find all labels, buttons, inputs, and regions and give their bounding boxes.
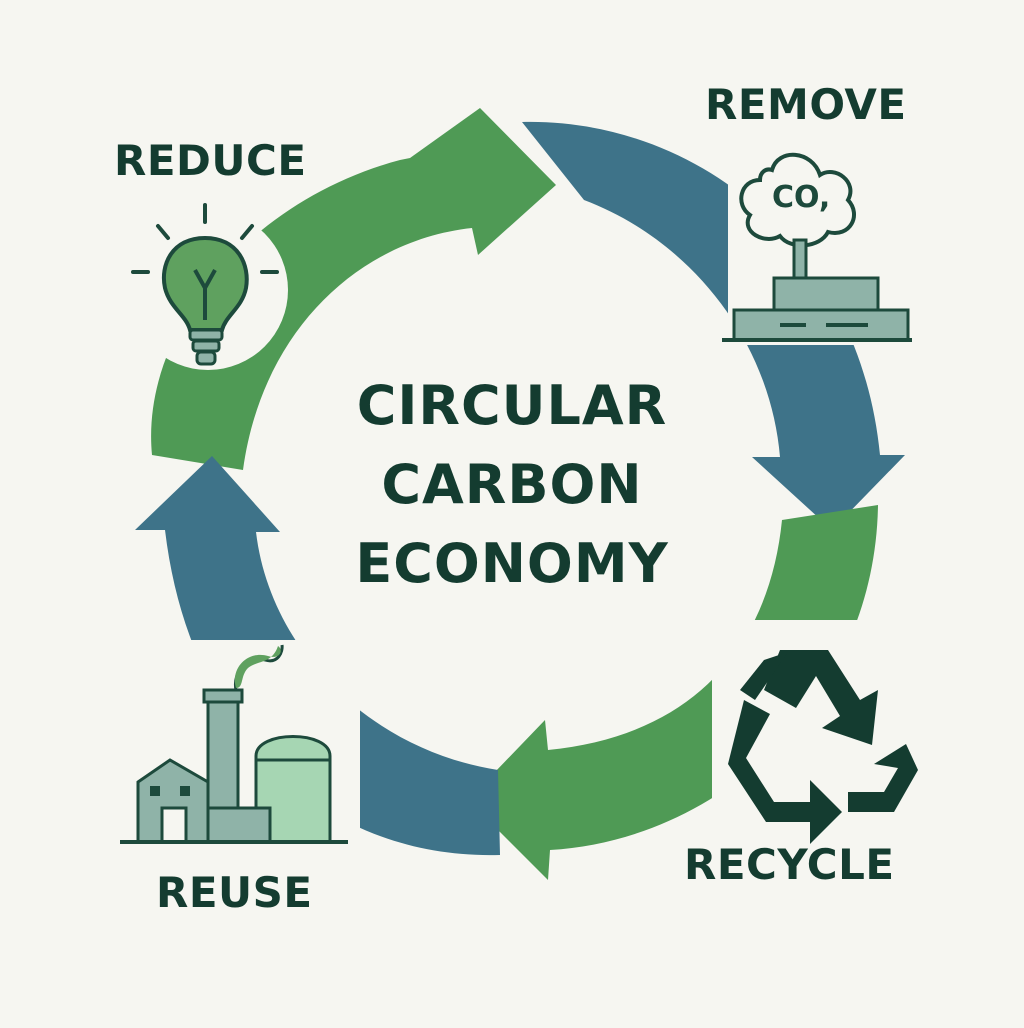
factory-co2-icon bbox=[722, 135, 912, 345]
stage-label-reduce: REDUCE bbox=[114, 136, 307, 185]
arrow-reduce-to-remove bbox=[151, 108, 557, 470]
stage-label-reuse: REUSE bbox=[156, 868, 313, 917]
factory-icon bbox=[110, 640, 360, 850]
title-line-1: CIRCULAR bbox=[356, 374, 668, 437]
arrow-remove-to-recycle bbox=[522, 121, 905, 530]
recycle-icon bbox=[712, 620, 918, 844]
diagram-title: CIRCULAR CARBON ECONOMY bbox=[262, 366, 762, 603]
lightbulb-icon bbox=[128, 203, 288, 370]
title-line-2: CARBON bbox=[381, 453, 643, 516]
co2-label: CO, bbox=[772, 180, 831, 215]
arrow-reuse-to-reduce bbox=[135, 456, 500, 856]
stage-label-remove: REMOVE bbox=[705, 80, 907, 129]
stage-label-recycle: RECYCLE bbox=[684, 840, 895, 889]
title-line-3: ECONOMY bbox=[355, 532, 669, 595]
arrow-recycle-to-reuse bbox=[468, 505, 878, 880]
